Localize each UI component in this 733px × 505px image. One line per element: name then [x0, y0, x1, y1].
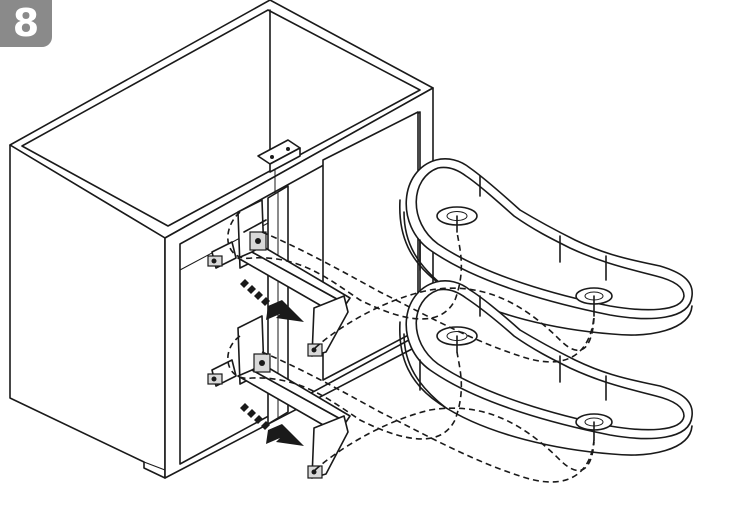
upper-swing-arm-icon [207, 199, 351, 357]
lower-swing-arm-icon [207, 315, 351, 479]
upper-pull-arrow-icon [240, 279, 304, 322]
lower-pull-arrow-icon [240, 403, 304, 446]
alignment-guide-lines [227, 211, 595, 483]
step-number-badge: 8 [0, 0, 52, 47]
lower-basket-shelf-icon [399, 280, 693, 456]
